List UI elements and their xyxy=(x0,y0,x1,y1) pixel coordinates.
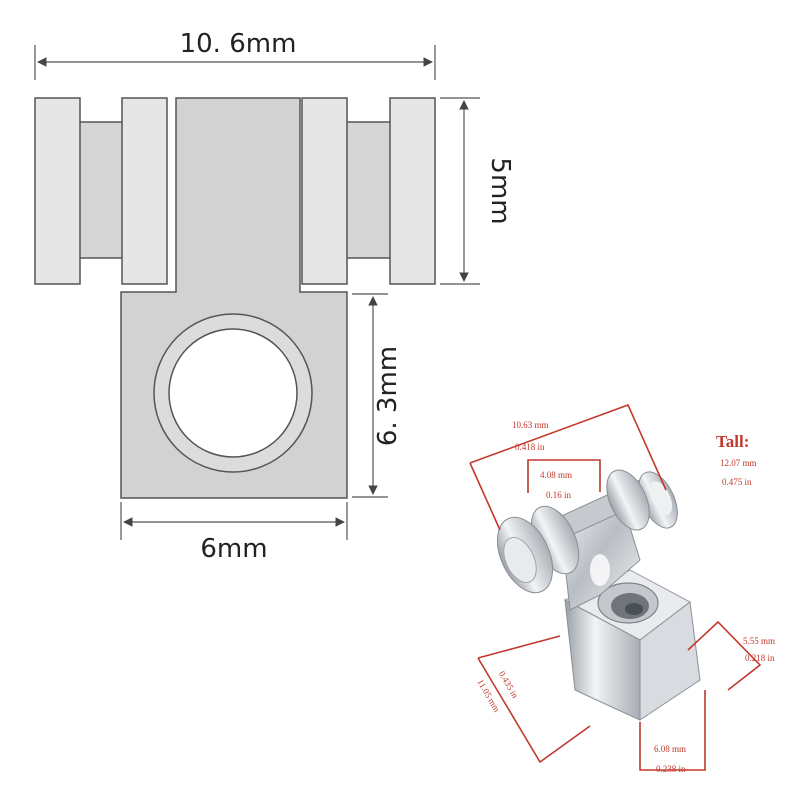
dim-right-height xyxy=(440,97,480,285)
photo-dimension-lines xyxy=(469,403,762,771)
width-label: 10. 6mm xyxy=(180,29,297,59)
tall-in: 0.475 in xyxy=(722,477,752,487)
tall-title: Tall: xyxy=(716,432,749,451)
roller-inner-right xyxy=(301,97,348,285)
body-width-label: 6mm xyxy=(200,534,267,564)
body-height-label: 6. 3mm xyxy=(373,346,403,446)
dim-bottom-width xyxy=(120,502,348,540)
bottom-in: 0.238 in xyxy=(656,764,686,774)
side-mm: 5.55 mm xyxy=(743,636,775,646)
dim-body-height xyxy=(352,293,388,498)
height-label: 5mm xyxy=(485,157,515,224)
saddle-photo xyxy=(496,469,701,721)
photo-roller-right-inner xyxy=(606,469,650,531)
tall-mm: 12.07 mm xyxy=(720,458,757,468)
left-mm: 11.05 mm xyxy=(475,677,502,713)
top-width-in: 0.418 in xyxy=(515,442,545,452)
roller-outer-left xyxy=(34,97,81,285)
axle-right xyxy=(345,121,393,259)
side-in: 0.218 in xyxy=(745,653,775,663)
roller-outer-right xyxy=(389,97,436,285)
bottom-mm: 6.08 mm xyxy=(654,744,686,754)
dim-top-width xyxy=(34,45,436,80)
top-width-mm: 10.63 mm xyxy=(512,420,549,430)
screw-hole-inner xyxy=(168,328,298,458)
center-width-mm: 4.08 mm xyxy=(540,470,572,480)
block-side-face xyxy=(639,601,701,721)
center-width-in: 0.16 in xyxy=(546,490,572,500)
roller-inner-left xyxy=(121,97,168,285)
schematic-drawing xyxy=(34,97,436,499)
axle-left xyxy=(77,121,125,259)
